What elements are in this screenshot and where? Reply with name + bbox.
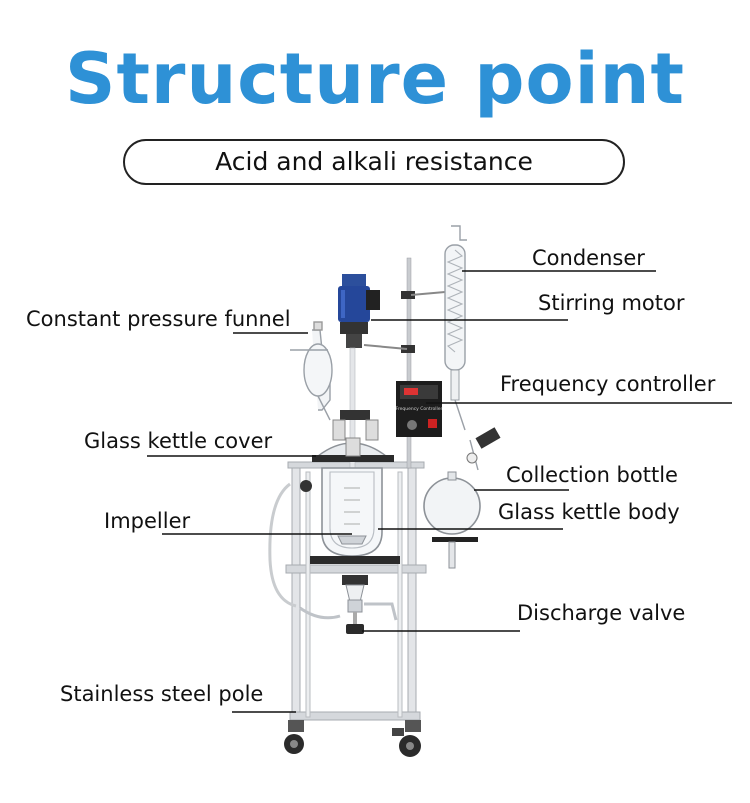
frequency-controller: Frequency Controller	[396, 381, 443, 437]
stirring-motor	[338, 274, 380, 348]
constant-pressure-funnel	[290, 321, 333, 421]
condenser	[444, 225, 467, 431]
collection-bottle	[423, 427, 501, 569]
label-constant-pressure-funnel: Constant pressure funnel	[26, 307, 291, 331]
glass-reactor-vessel	[310, 467, 400, 564]
label-glass-kettle-body: Glass kettle body	[498, 500, 680, 524]
svg-text:Frequency Controller: Frequency Controller	[396, 406, 443, 412]
caster-wheels	[284, 720, 421, 757]
label-collection-bottle: Collection bottle	[506, 463, 678, 487]
jacket-hose	[268, 482, 297, 608]
label-stainless-steel-pole: Stainless steel pole	[60, 682, 264, 706]
label-stirring-motor: Stirring motor	[538, 291, 685, 315]
stainless-steel-frame	[285, 461, 427, 721]
support-rod	[363, 257, 446, 469]
subtitle-pill: Acid and alkali resistance	[123, 139, 625, 185]
leader-lines	[147, 270, 732, 713]
page-title: Structure point	[65, 38, 685, 120]
label-glass-kettle-cover: Glass kettle cover	[84, 429, 273, 453]
label-condenser: Condenser	[532, 246, 645, 270]
impeller	[337, 535, 367, 545]
discharge-valve	[299, 575, 398, 634]
label-impeller: Impeller	[104, 509, 191, 533]
glass-kettle-cover	[300, 410, 394, 492]
label-frequency-controller: Frequency controller	[500, 372, 716, 396]
label-discharge-valve: Discharge valve	[517, 601, 686, 625]
